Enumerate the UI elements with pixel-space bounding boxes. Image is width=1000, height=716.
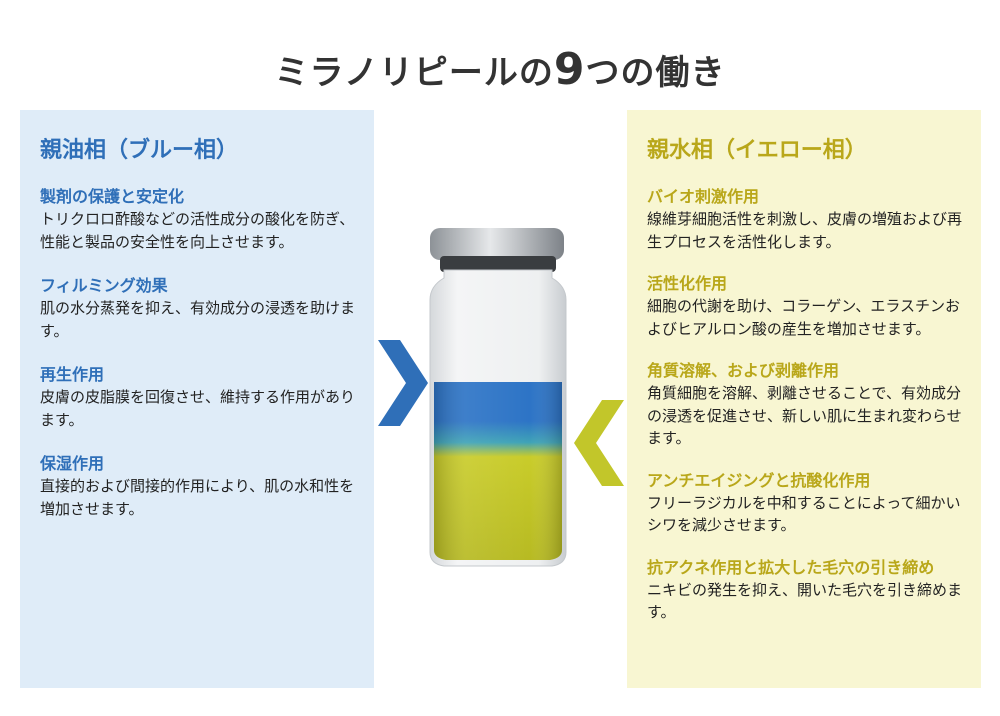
item-title: 抗アクネ作用と拡大した毛穴の引き締め <box>647 557 935 577</box>
blue-item-regeneration: 再生作用 皮膚の皮脂膜を回復させ、維持する作用があります。 <box>40 364 356 431</box>
bottle-illustration <box>429 228 567 567</box>
page-title: ミラノリピールの9つの働き <box>0 44 1000 95</box>
blue-phase-title: 親油相（ブルー相） <box>40 138 239 163</box>
item-description: 線維芽細胞活性を刺激し、皮膚の増殖および再生プロセスを活性化します。 <box>647 210 963 251</box>
yellow-item-keratolysis: 角質溶解、および剥離作用 角質細胞を溶解、剥離させることで、有効成分の浸透を促進… <box>647 360 963 450</box>
item-title: 再生作用 <box>40 365 105 384</box>
item-description: 肌の水分蒸発を抑え、有効成分の浸透を助けます。 <box>40 299 356 340</box>
yellow-phase-title: 親水相（イエロー相） <box>647 138 867 163</box>
yellow-item-activation: 活性化作用 細胞の代謝を助け、コラーゲン、エラスチンおよびヒアルロン酸の産生を増… <box>647 273 963 340</box>
item-title: フィルミング効果 <box>40 276 168 295</box>
item-description: 角質細胞を溶解、剥離させることで、有効成分の浸透を促進させ、新しい肌に生まれ変わ… <box>647 384 962 447</box>
yellow-item-antiaging: アンチエイジングと抗酸化作用 フリーラジカルを中和することによって細かいシワを減… <box>647 470 963 537</box>
item-title: 角質溶解、および剥離作用 <box>647 361 840 380</box>
yellow-item-biostimulation: バイオ刺激作用 線維芽細胞活性を刺激し、皮膚の増殖および再生プロセスを活性化しま… <box>647 186 963 253</box>
blue-item-moisture: 保湿作用 直接的および間接的作用により、肌の水和性を増加させます。 <box>40 453 356 520</box>
chevron-left-icon <box>574 400 624 486</box>
item-title: 活性化作用 <box>647 274 728 293</box>
yellow-phase-panel: 親水相（イエロー相） バイオ刺激作用 線維芽細胞活性を刺激し、皮膚の増殖および再… <box>627 110 981 688</box>
blue-phase-panel: 親油相（ブルー相） 製剤の保護と安定化 トリクロロ酢酸などの活性成分の酸化を防ぎ… <box>20 110 374 688</box>
bottle-cap <box>430 228 564 272</box>
item-title: バイオ刺激作用 <box>647 187 760 206</box>
item-description: フリーラジカルを中和することによって細かいシワを減少させます。 <box>647 493 961 535</box>
item-title: 製剤の保護と安定化 <box>40 187 185 206</box>
blue-item-protection: 製剤の保護と安定化 トリクロロ酢酸などの活性成分の酸化を防ぎ、性能と製品の安全性… <box>40 186 356 253</box>
item-title: 保湿作用 <box>40 454 105 473</box>
yellow-item-antiacne: 抗アクネ作用と拡大した毛穴の引き締め ニキビの発生を抑え、開いた毛穴を引き締めま… <box>647 557 963 624</box>
title-number: 9 <box>553 44 586 95</box>
chevron-right-icon <box>378 340 428 426</box>
bottle-liquid <box>434 382 562 560</box>
item-title: アンチエイジングと抗酸化作用 <box>647 470 871 490</box>
item-description: 皮膚の皮脂膜を回復させ、維持する作用があります。 <box>40 388 356 429</box>
item-description: 直接的および間接的作用により、肌の水和性を増加させます。 <box>40 477 355 518</box>
item-description: ニキビの発生を抑え、開いた毛穴を引き締めます。 <box>647 580 963 622</box>
item-description: 細胞の代謝を助け、コラーゲン、エラスチンおよびヒアルロン酸の産生を増加させます。 <box>647 297 961 338</box>
blue-item-filming: フィルミング効果 肌の水分蒸発を抑え、有効成分の浸透を助けます。 <box>40 275 356 342</box>
title-prefix: ミラノリピールの <box>274 53 554 93</box>
title-suffix: つの働き <box>585 53 726 93</box>
item-description: トリクロロ酢酸などの活性成分の酸化を防ぎ、性能と製品の安全性を向上させます。 <box>40 210 355 251</box>
